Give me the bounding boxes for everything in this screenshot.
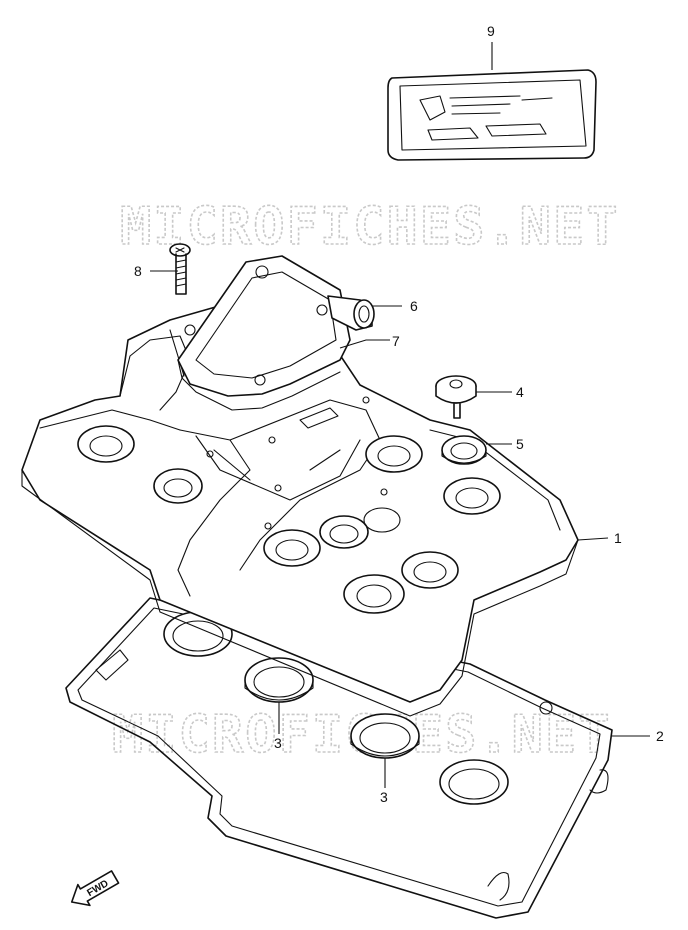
callout-3-left: 3 bbox=[274, 735, 282, 751]
part-7-breather-cover bbox=[177, 255, 351, 411]
callout-9: 9 bbox=[487, 23, 495, 39]
fwd-arrow-icon: FWD bbox=[70, 870, 120, 907]
part-3-o-ring-left bbox=[244, 657, 314, 703]
fwd-label: FWD bbox=[85, 878, 110, 899]
callout-3-right: 3 bbox=[380, 789, 388, 805]
callout-6: 6 bbox=[410, 298, 418, 314]
callout-5: 5 bbox=[516, 436, 524, 452]
callout-4: 4 bbox=[516, 384, 524, 400]
callouts: 9 8 6 7 4 5 1 2 3 3 bbox=[134, 23, 664, 805]
leader-lines bbox=[150, 42, 650, 788]
part-5-washer bbox=[441, 435, 487, 465]
part-9-label-plate bbox=[387, 69, 597, 161]
part-3-o-ring-right bbox=[350, 713, 420, 759]
part-4-bolt bbox=[435, 375, 477, 419]
part-8-bolt bbox=[169, 243, 191, 295]
callout-2: 2 bbox=[656, 728, 664, 744]
callout-7: 7 bbox=[392, 333, 400, 349]
callout-1: 1 bbox=[614, 530, 622, 546]
watermark-top: MICROFICHES.NET bbox=[120, 197, 620, 257]
part-6-hose-fitting bbox=[327, 295, 375, 331]
callout-8: 8 bbox=[134, 263, 142, 279]
part-1-cylinder-head-cover bbox=[21, 299, 579, 717]
